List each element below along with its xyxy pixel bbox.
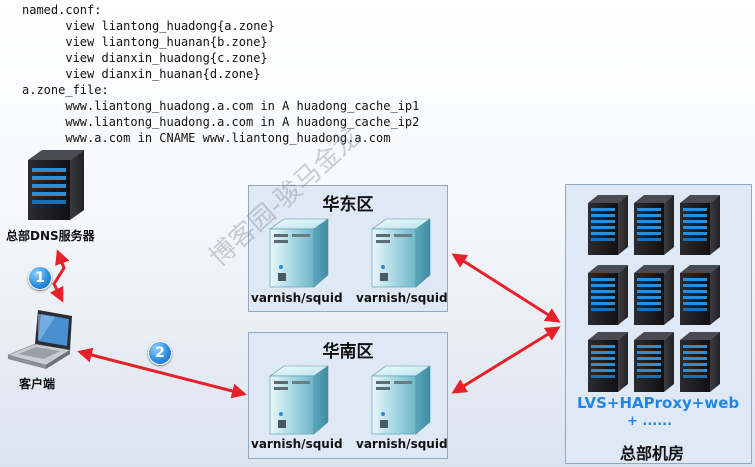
config-line: www.liantong_huadong.a.com in A huadong_… [22,115,420,129]
config-line: www.a.com in CNAME www.liantong_huadong.… [22,131,391,145]
east-cache-server-1-icon [269,218,329,288]
east-node-1-label: varnish/squid [251,291,343,305]
south-node-1-label: varnish/squid [251,437,343,451]
east-node-2-label: varnish/squid [356,291,448,305]
arrow-east-zone-hq [451,253,561,323]
hq-server-icon [588,265,628,325]
config-line: view dianxin_huadong{c.zone} [22,51,268,65]
client-laptop-icon [7,310,72,369]
hq-title: 总部机房 [620,444,685,463]
hq-server-icon [680,332,720,392]
zone-east-title: 华东区 [322,195,374,215]
config-line: view dianxin_huanan{d.zone} [22,67,261,81]
dns-server-icon [28,150,84,220]
south-cache-server-2-icon [371,365,431,435]
config-line: view liantong_huanan{b.zone} [22,35,268,49]
hq-server-icon [588,195,628,255]
hq-more-label: + ...... [627,414,673,429]
south-cache-server-1-icon [269,365,329,435]
hq-server-icon [634,332,674,392]
hq-server-icon [680,195,720,255]
dns-server-label: 总部DNS服务器 [6,229,95,243]
hq-stack-label: LVS+HAProxy+web [577,394,740,412]
config-line: a.zone_file: [22,83,109,97]
client-label: 客户端 [19,377,56,391]
hq-server-icon [680,265,720,325]
zone-south-title: 华南区 [322,342,374,362]
config-line: named.conf: [22,3,102,17]
hq-server-icon [588,332,628,392]
hq-server-icon [634,265,674,325]
step-badge-2: 2 [148,341,172,365]
east-cache-server-2-icon [371,218,431,288]
south-node-2-label: varnish/squid [356,437,448,451]
step-badge-1: 1 [28,266,52,290]
arrow-client-south-zone [77,347,247,399]
config-line: view liantong_huadong{a.zone} [22,19,275,33]
hq-server-icon [634,195,674,255]
config-line: www.liantong_huadong.a.com in A huadong_… [22,99,420,113]
arrow-dns-client [49,249,70,303]
arrow-south-zone-hq [451,326,561,394]
config-text: named.conf: view liantong_huadong{a.zone… [22,2,419,146]
